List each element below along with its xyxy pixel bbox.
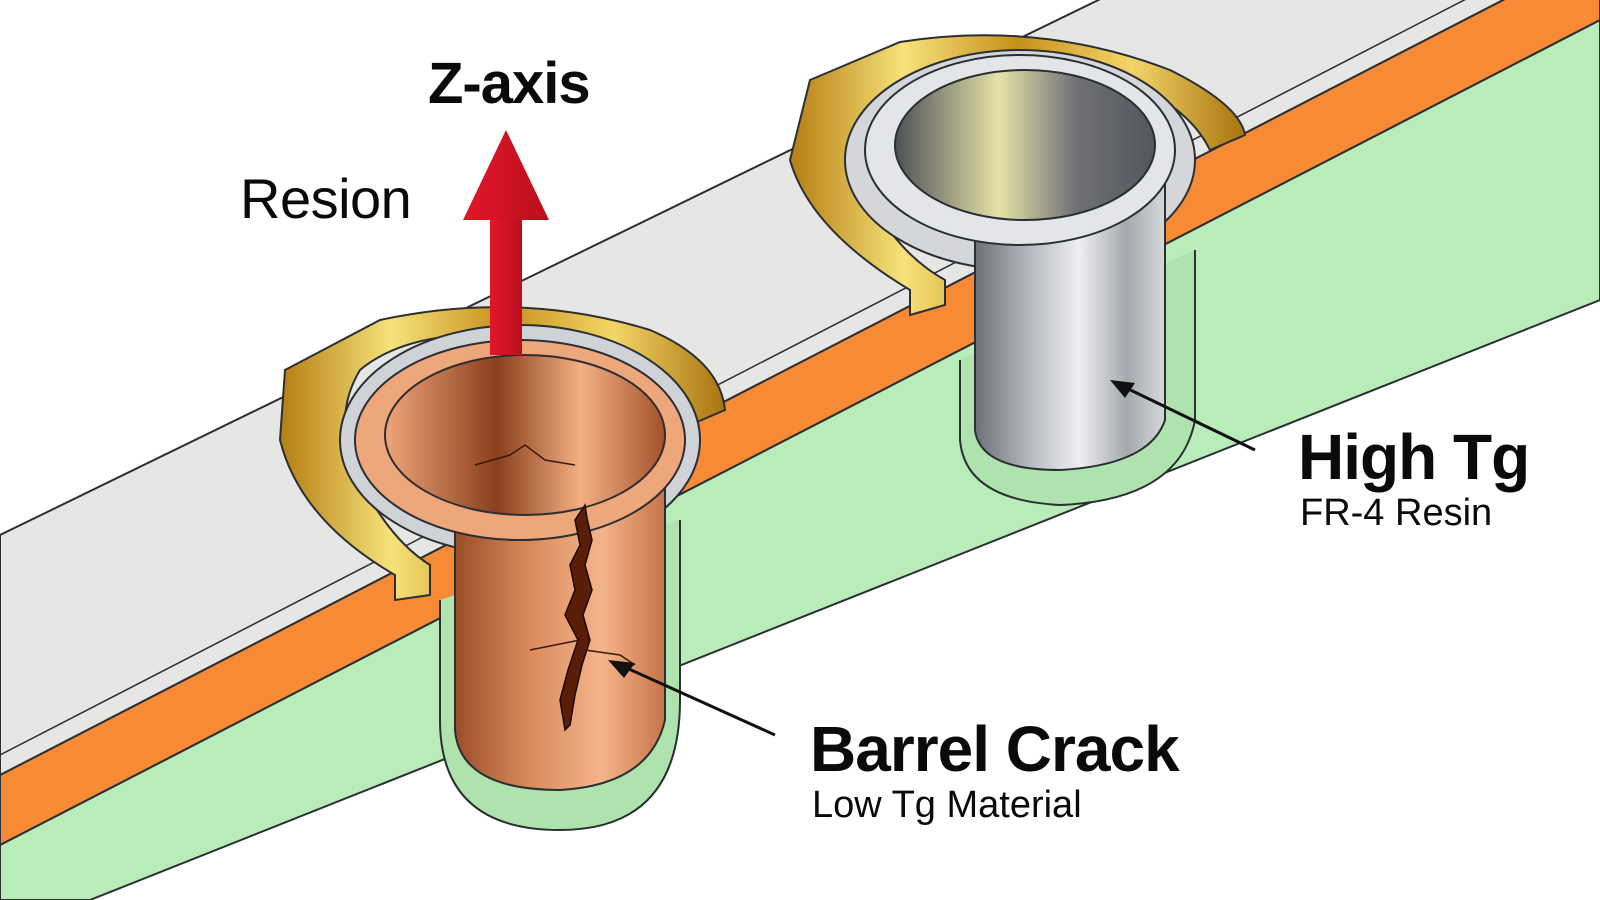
z-axis-arrow-icon xyxy=(463,130,549,355)
right-via-opening xyxy=(894,69,1156,221)
high-tg-pointer-arrow-icon xyxy=(1110,380,1256,452)
right-via-silver-intact xyxy=(788,34,1247,507)
z-axis-label: Z-axis xyxy=(428,51,591,116)
resion-label: Resion xyxy=(240,167,412,230)
high-tg-callout-title: High Tg xyxy=(1298,421,1530,493)
barrel-crack-callout-title: Barrel Crack xyxy=(810,713,1180,785)
barrel-crack-pointer-arrow-icon xyxy=(608,660,776,737)
left-copper-barrel xyxy=(454,469,666,792)
barrel-crack xyxy=(559,502,593,732)
right-silver-barrel xyxy=(974,179,1166,472)
barrel-crack-callout-subtitle: Low Tg Material xyxy=(812,784,1082,826)
left-via-copper-cracked xyxy=(278,306,727,832)
high-tg-callout-subtitle: FR-4 Resin xyxy=(1300,492,1493,534)
left-via-opening xyxy=(384,354,666,516)
